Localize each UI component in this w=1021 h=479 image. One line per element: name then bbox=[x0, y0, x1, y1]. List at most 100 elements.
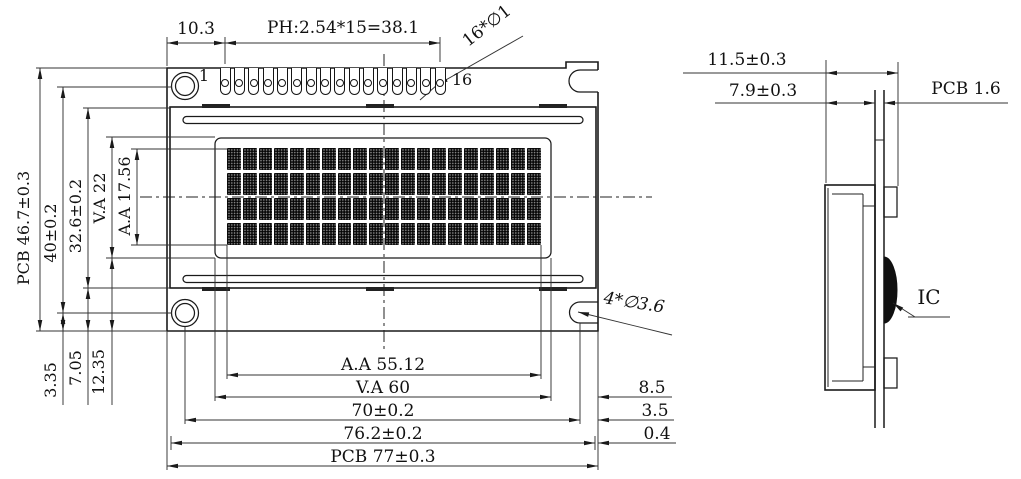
arrowhead bbox=[85, 277, 91, 288]
character-cell bbox=[290, 198, 304, 220]
character-cell bbox=[432, 198, 447, 220]
arrowhead bbox=[826, 70, 837, 76]
arrowhead bbox=[167, 463, 178, 469]
arrowhead bbox=[167, 40, 178, 46]
pin-last-label: 16 bbox=[451, 70, 473, 89]
dim-module-thickness: 7.9±0.3 bbox=[728, 81, 798, 101]
character-cell bbox=[337, 223, 352, 245]
character-cell bbox=[511, 223, 526, 245]
ic-label: IC bbox=[917, 285, 941, 309]
dim-va-height: V.A 22 bbox=[90, 172, 109, 224]
arrowhead bbox=[109, 320, 115, 331]
dim-va-width: V.A 60 bbox=[355, 378, 411, 398]
dot-matrix-active-area bbox=[227, 148, 541, 245]
arrowhead bbox=[85, 320, 91, 331]
character-cell bbox=[242, 173, 257, 195]
side-bezel-tab-top bbox=[883, 186, 898, 218]
pin-hole bbox=[421, 79, 430, 87]
character-cell bbox=[432, 223, 447, 245]
pin-hole bbox=[407, 79, 416, 87]
side-lcd-body bbox=[824, 184, 876, 391]
arrowhead bbox=[60, 302, 66, 313]
character-cell bbox=[416, 223, 431, 245]
character-cell bbox=[290, 223, 304, 245]
character-cell bbox=[448, 148, 462, 170]
character-cell bbox=[258, 173, 273, 195]
character-cell bbox=[227, 148, 241, 170]
arrowhead bbox=[587, 463, 598, 469]
character-cell bbox=[479, 198, 494, 220]
arrowhead bbox=[826, 100, 837, 106]
pin-hole bbox=[292, 79, 301, 87]
character-cell bbox=[306, 173, 320, 195]
character-cell bbox=[369, 148, 383, 170]
character-cell bbox=[495, 223, 510, 245]
character-cell bbox=[353, 173, 368, 195]
character-cell bbox=[416, 198, 431, 220]
dim-hole-spacing-h: 70±0.2 bbox=[351, 401, 415, 421]
character-cell bbox=[511, 198, 526, 220]
dim-bezel-height: 32.6±0.2 bbox=[66, 178, 85, 254]
pin-hole bbox=[393, 79, 401, 87]
arrowhead bbox=[134, 234, 140, 245]
arrowhead bbox=[598, 417, 609, 423]
dim-pcb-thickness: PCB 1.6 bbox=[931, 79, 1001, 99]
character-cell bbox=[369, 223, 383, 245]
pin-hole bbox=[350, 79, 358, 87]
character-cell bbox=[258, 198, 273, 220]
character-cell bbox=[369, 198, 383, 220]
dim-edge-margin: 0.4 bbox=[643, 424, 671, 444]
pin-hole bbox=[378, 79, 387, 87]
arrowhead bbox=[887, 70, 898, 76]
arrowhead bbox=[215, 394, 226, 400]
character-cell bbox=[242, 148, 257, 170]
mounting-hole-top-left bbox=[170, 71, 200, 101]
character-cell bbox=[479, 148, 494, 170]
bezel-slot-top bbox=[182, 115, 584, 125]
pin-hole bbox=[264, 79, 272, 87]
arrowhead bbox=[185, 417, 196, 423]
character-cell bbox=[385, 223, 399, 245]
pin-hole bbox=[221, 79, 229, 87]
pin-hole bbox=[235, 79, 244, 87]
character-cell bbox=[479, 173, 494, 195]
pin-hole bbox=[321, 79, 330, 87]
arrowhead bbox=[171, 440, 182, 446]
character-cell bbox=[448, 173, 462, 195]
bezel-slot-bottom bbox=[182, 274, 584, 284]
character-cell bbox=[274, 148, 289, 170]
mounting-hole-bottom-left bbox=[170, 298, 200, 328]
dim-hole-spacing-v: 40±0.2 bbox=[41, 203, 60, 263]
pin-hole bbox=[335, 79, 344, 87]
arrowhead bbox=[225, 40, 236, 46]
dimension-arrowheads bbox=[37, 40, 904, 469]
dim-bezel-offset: 7.05 bbox=[66, 350, 85, 386]
character-cell bbox=[227, 173, 241, 195]
arrowhead bbox=[864, 100, 875, 106]
character-cell bbox=[511, 148, 526, 170]
character-cell bbox=[479, 223, 494, 245]
arrowhead bbox=[569, 417, 580, 423]
character-cell bbox=[337, 173, 352, 195]
character-cell bbox=[227, 198, 241, 220]
pin-hole bbox=[436, 79, 444, 87]
arrowhead bbox=[134, 149, 140, 160]
dimension-lines-front bbox=[36, 35, 676, 470]
character-cell bbox=[290, 148, 304, 170]
pin-hole bbox=[364, 79, 373, 87]
character-cell bbox=[242, 223, 257, 245]
character-cell bbox=[400, 223, 415, 245]
mounting-slot-bottom-right bbox=[568, 301, 598, 324]
character-cell bbox=[400, 173, 415, 195]
character-cell bbox=[464, 148, 478, 170]
viewing-area bbox=[214, 137, 552, 259]
dim-pin-pitch: PH:2.54*15=38.1 bbox=[266, 18, 420, 38]
character-cell bbox=[416, 173, 431, 195]
corner-notch bbox=[568, 69, 598, 93]
character-cell bbox=[353, 148, 368, 170]
character-cell bbox=[242, 198, 257, 220]
character-cell bbox=[385, 148, 399, 170]
ic-glob bbox=[883, 256, 898, 324]
arrowhead bbox=[598, 440, 609, 446]
character-cell bbox=[511, 173, 526, 195]
